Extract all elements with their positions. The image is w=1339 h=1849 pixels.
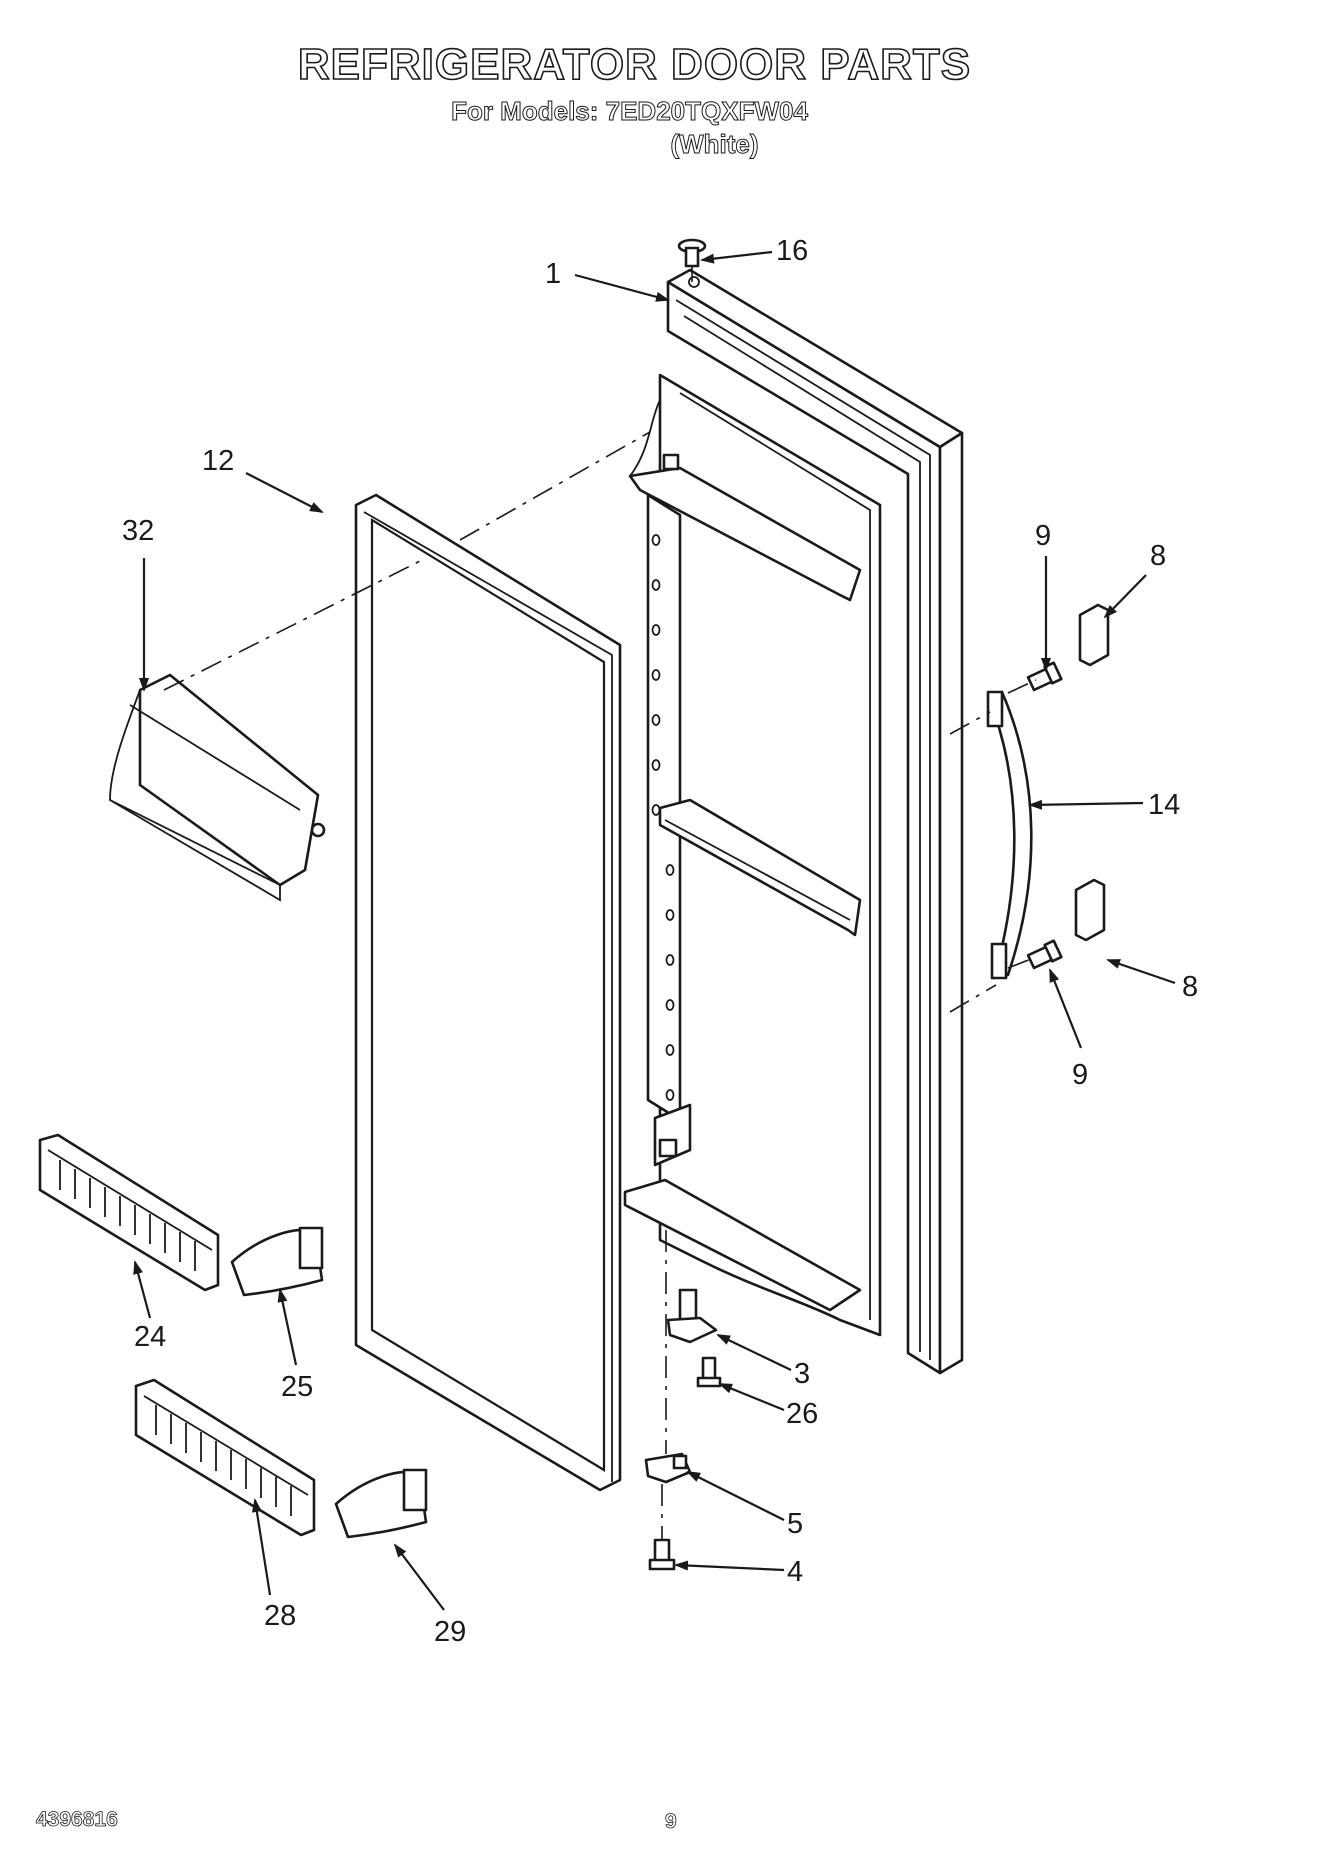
door-handle-part-14 (986, 690, 1033, 980)
hinge-bracket-part-5 (644, 1452, 692, 1484)
handle-cap-bottom-part-8 (1074, 878, 1106, 942)
hinge-screw-part-26 (696, 1356, 722, 1388)
shelf-cover-part-32 (109, 673, 326, 902)
door-gasket-part-12 (354, 493, 622, 1492)
page-number: 9 (665, 1810, 677, 1834)
models-line: For Models: 7ED20TQXFW04 (451, 96, 809, 127)
callout-24: 24 (134, 1321, 166, 1353)
callout-12: 12 (202, 445, 234, 477)
hinge-bushing-part-3 (666, 1288, 718, 1344)
callout-32: 32 (122, 515, 154, 547)
color-note: (White) (670, 129, 759, 160)
callout-28: 28 (264, 1600, 296, 1632)
handle-cap-top-part-8 (1078, 603, 1110, 667)
callout-3: 3 (794, 1358, 810, 1390)
callout-16: 16 (776, 235, 808, 267)
end-cap-part-25 (230, 1226, 324, 1297)
callout-8-bottom: 8 (1182, 971, 1198, 1003)
leader-lines (133, 250, 1176, 1611)
hinge-screw-part-4 (648, 1538, 676, 1571)
handle-screw-top-part-9 (1026, 661, 1063, 692)
callout-5: 5 (787, 1508, 803, 1540)
callout-labels: 1 16 12 32 9 8 14 8 9 3 26 5 4 24 25 28 … (122, 235, 1198, 1648)
door-rail-part-28 (134, 1378, 316, 1537)
door-rail-part-24 (38, 1133, 220, 1292)
alignment-lines (163, 266, 1037, 1540)
document-number: 4396816 (36, 1808, 119, 1832)
handle-screw-bottom-part-9 (1026, 939, 1063, 970)
callout-14: 14 (1148, 789, 1180, 821)
callout-9-top: 9 (1035, 520, 1051, 552)
diagram-header: REFRIGERATOR DOOR PARTS For Models: 7ED2… (0, 39, 1339, 160)
callout-29: 29 (434, 1616, 466, 1648)
callout-4: 4 (787, 1556, 803, 1588)
shelf-holes (651, 534, 675, 1101)
callout-26: 26 (786, 1398, 818, 1430)
end-cap-part-29 (334, 1468, 428, 1539)
hole-plug-part-16 (677, 238, 707, 268)
callout-9-bottom: 9 (1072, 1059, 1088, 1091)
callout-1: 1 (545, 258, 561, 290)
callout-25: 25 (281, 1371, 313, 1403)
callout-8-top: 8 (1150, 540, 1166, 572)
page-title: REFRIGERATOR DOOR PARTS (297, 39, 972, 90)
door-liner-part-1 (623, 268, 964, 1375)
